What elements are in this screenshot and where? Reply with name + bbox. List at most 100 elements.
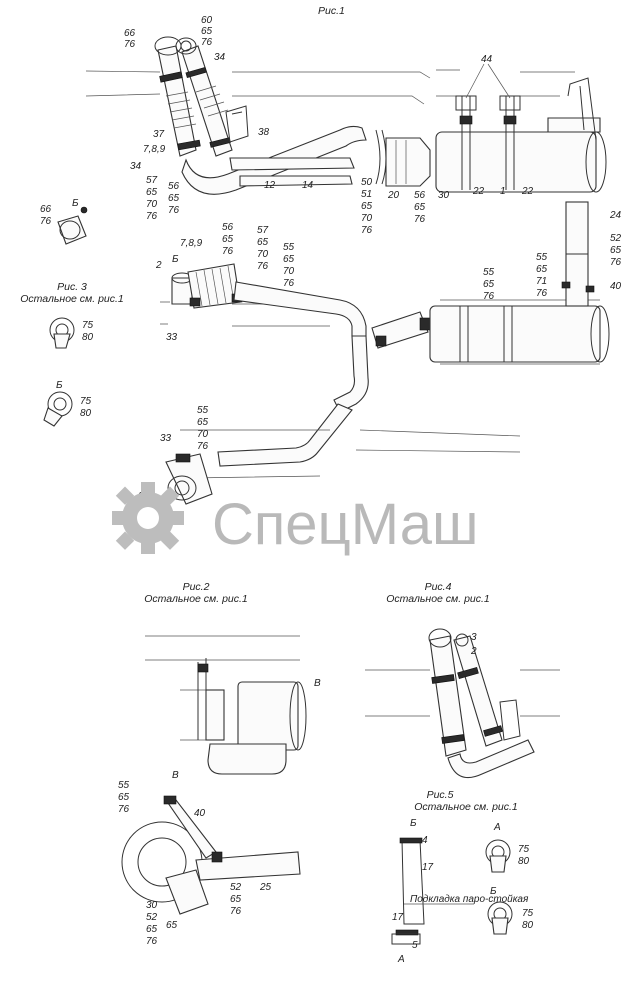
- callout-76: 76: [168, 205, 180, 216]
- fig3-note: Остальное см. рис.1: [20, 293, 124, 305]
- callout-51: 51: [361, 189, 372, 200]
- callout-33: 33: [166, 332, 178, 343]
- fig3-caption: Рис. 3: [57, 281, 87, 293]
- callout-65: 65: [230, 894, 242, 905]
- callout-25: 25: [259, 882, 272, 893]
- callout-52: 52: [230, 882, 242, 893]
- callout-75: 75: [522, 908, 534, 919]
- fig4-assembly: [365, 628, 560, 779]
- callout-76: 76: [230, 906, 242, 917]
- callout-40: 40: [610, 281, 622, 292]
- callout-30: 30: [438, 190, 450, 201]
- fig5-assembly: Б А 4 17 17 5 Подкладка паро-стойкая А 7…: [391, 818, 534, 965]
- callout-65: 65: [146, 924, 158, 935]
- callout-2: 2: [470, 646, 477, 657]
- callout-55: 55: [536, 252, 548, 263]
- callout-66: 66: [40, 204, 52, 215]
- fig1-assembly: [85, 36, 607, 195]
- callout-65: 65: [257, 237, 269, 248]
- callout-70: 70: [283, 266, 295, 277]
- callout-38: 38: [258, 127, 270, 138]
- callout-76: 76: [361, 225, 373, 236]
- callout-57: 57: [146, 175, 158, 186]
- callout-4: 4: [422, 835, 428, 846]
- callout-20: 20: [387, 190, 400, 201]
- callout-76: 76: [414, 214, 426, 225]
- callout-76: 76: [536, 288, 548, 299]
- callout-76: 76: [257, 261, 269, 272]
- callout-76: 76: [283, 278, 295, 289]
- callout-22: 22: [521, 186, 534, 197]
- callout-70: 70: [257, 249, 269, 260]
- callout-52: 52: [146, 912, 158, 923]
- main-callouts: 24 52 65 76 40 55 65 71 76 55 65 76 7,8,…: [137, 210, 622, 525]
- fig1-caption: Рис.1: [318, 5, 345, 17]
- fig3-views: 66 76 Б 75 80 Б 75 80: [40, 198, 94, 427]
- fig2-caption: Рис.2: [183, 581, 210, 593]
- callout-24: 24: [609, 210, 622, 221]
- callout-75: 75: [80, 396, 92, 407]
- watermark-text: СпецМаш: [212, 492, 479, 557]
- callout-17: 17: [422, 862, 434, 873]
- callout-70: 70: [197, 429, 209, 440]
- fig2-note: Остальное см. рис.1: [144, 593, 248, 605]
- callout-65: 65: [361, 201, 373, 212]
- callout-5: 5: [412, 940, 418, 951]
- fig2-assembly: В В: [121, 635, 321, 915]
- callout-70: 70: [361, 213, 373, 224]
- callout-80: 80: [82, 332, 94, 343]
- callout-60: 60: [201, 15, 213, 26]
- callout-17: 17: [392, 912, 404, 923]
- callout-80: 80: [80, 408, 92, 419]
- callout-65: 65: [146, 187, 158, 198]
- callout-66: 66: [124, 28, 136, 39]
- fig1-callouts: 66 76 60 65 76 34 44 37 7,8,9 34 38 57 6…: [124, 15, 534, 236]
- callout-22: 22: [472, 186, 485, 197]
- callout-34: 34: [130, 161, 142, 172]
- fig2-callouts: 55 65 76 40 52 65 76 25 30 52 65 76 65: [118, 780, 272, 947]
- callout-56: 56: [414, 190, 426, 201]
- callout-55: 55: [283, 242, 295, 253]
- callout-37: 37: [153, 129, 165, 140]
- fig4-note: Остальное см. рис.1: [386, 593, 490, 605]
- callout-55: 55: [118, 780, 130, 791]
- callout-76: 76: [146, 211, 158, 222]
- callout-50: 50: [361, 177, 373, 188]
- callout-75: 75: [518, 844, 530, 855]
- callout-34: 34: [214, 52, 226, 63]
- callout-76: 76: [146, 936, 158, 947]
- callout-65: 65: [536, 264, 548, 275]
- callout-40: 40: [194, 808, 206, 819]
- view-letter-b: Б: [72, 198, 79, 209]
- callout-33: 33: [160, 433, 172, 444]
- fig5-note: Остальное см. рис.1: [414, 801, 518, 813]
- callout-65: 65: [414, 202, 426, 213]
- callout-56: 56: [222, 222, 234, 233]
- callout-70: 70: [146, 199, 158, 210]
- fig5-gasket-note: Подкладка паро-стойкая: [410, 894, 529, 905]
- gear-icon: [112, 482, 184, 554]
- callout-7-8-9: 7,8,9: [143, 144, 166, 155]
- view-letter-b: Б: [172, 254, 179, 265]
- view-letter-a: А: [493, 822, 501, 833]
- callout-76: 76: [483, 291, 495, 302]
- callout-55: 55: [197, 405, 209, 416]
- callout-65: 65: [222, 234, 234, 245]
- callout-76: 76: [124, 39, 136, 50]
- callout-14: 14: [302, 180, 314, 191]
- callout-65: 65: [201, 26, 213, 37]
- callout-76: 76: [40, 216, 52, 227]
- callout-52: 52: [610, 233, 622, 244]
- callout-76: 76: [197, 441, 209, 452]
- fig4-caption: Рис.4: [425, 581, 452, 593]
- fig5-caption: Рис.5: [427, 789, 454, 801]
- callout-1: 1: [500, 186, 506, 197]
- callout-7-8-9: 7,8,9: [180, 238, 203, 249]
- callout-3: 3: [471, 632, 477, 643]
- view-letter-b: Б: [56, 380, 63, 391]
- view-letter-b: Б: [490, 886, 497, 897]
- watermark: СпецМаш: [112, 482, 479, 557]
- callout-65: 65: [283, 254, 295, 265]
- view-letter-a: А: [397, 954, 405, 965]
